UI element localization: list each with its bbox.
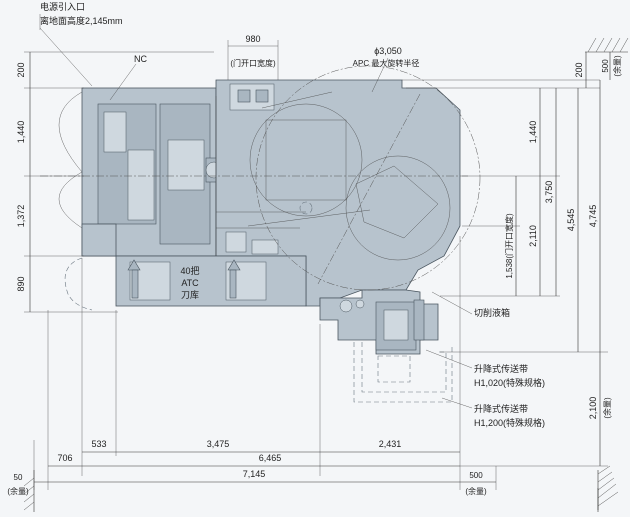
label-atc-2: ATC bbox=[181, 278, 199, 288]
label-nc: NC bbox=[134, 54, 147, 64]
label-conveyor1-2: H1,020(特殊规格) bbox=[474, 377, 545, 388]
atc-label: 40把 ATC 刀库 bbox=[180, 265, 199, 300]
machine-body bbox=[81, 79, 461, 355]
label-atc-3: 刀库 bbox=[181, 289, 199, 300]
dim-right-inner-1: 1,440 bbox=[528, 121, 538, 144]
label-conveyor2-1: 升降式传送带 bbox=[474, 403, 528, 414]
door-swing-left bbox=[58, 91, 93, 311]
apc-rotation bbox=[247, 65, 481, 291]
dim-bottom-left: 706 bbox=[57, 453, 72, 463]
dim-bottom-left-margin: 50 bbox=[14, 473, 23, 482]
dim-left-3: 1,372 bbox=[16, 205, 26, 228]
dim-bottom-1: 533 bbox=[91, 439, 106, 449]
dim-right-outer-1: 4,545 bbox=[566, 209, 576, 232]
dim-right-top: 200 bbox=[574, 62, 584, 77]
dim-bottom-2: 3,475 bbox=[207, 439, 230, 449]
label-coolant-tank: 切削液箱 bbox=[474, 307, 510, 318]
dim-right-margin-bottom-note: (余量) bbox=[602, 397, 612, 419]
right-dimensions: 1,538(门开口宽度) 1,440 2,110 3,750 4,545 4,7… bbox=[402, 52, 622, 467]
right-callouts: 切削液箱 升降式传送带 H1,020(特殊规格) 升降式传送带 H1,200(特… bbox=[425, 291, 545, 428]
dim-bottom-right-margin: 500 bbox=[469, 471, 483, 480]
dim-right-inner-2: 2,110 bbox=[528, 225, 538, 247]
wall-top-right bbox=[585, 37, 629, 53]
dim-right-outer-2: 4,745 bbox=[588, 205, 598, 228]
label-conveyor1-1: 升降式传送带 bbox=[474, 363, 528, 374]
dim-right-margin-bottom: 2,100 bbox=[588, 397, 598, 420]
top-labels: 电源引入口 离地面高度2,145mm NC 980 (门开口宽度) ϕ3,050… bbox=[39, 1, 420, 101]
dim-bottom-right-margin-note: (余量) bbox=[465, 486, 487, 496]
wall-bottom-right bbox=[597, 465, 619, 510]
label-conveyor2-2: H1,200(特殊规格) bbox=[474, 417, 545, 428]
dim-right-margin-top: 500 bbox=[601, 59, 610, 73]
label-power-entry: 电源引入口 bbox=[40, 1, 85, 12]
dim-door-width-top: 980 bbox=[245, 34, 260, 44]
dim-door-width-side: 1,538(门开口宽度) bbox=[504, 213, 514, 279]
dim-left-1: 200 bbox=[16, 62, 26, 77]
bottom-dimensions: 533 3,475 2,431 706 6,465 7,145 50 (余量) … bbox=[7, 236, 497, 496]
left-dimensions: 200 1,440 1,372 890 bbox=[16, 51, 214, 313]
dim-bottom-left-margin-note: (余量) bbox=[7, 486, 29, 496]
label-atc-1: 40把 bbox=[180, 265, 199, 276]
dim-bottom-total: 7,145 bbox=[243, 469, 266, 479]
label-apc-note: APC 最大旋转半径 bbox=[353, 58, 420, 68]
label-power-height: 离地面高度2,145mm bbox=[40, 15, 123, 26]
dim-apc-diameter: ϕ3,050 bbox=[374, 46, 402, 56]
dim-left-2: 1,440 bbox=[16, 121, 26, 144]
label-door-width-top-note: (门开口宽度) bbox=[230, 58, 276, 68]
dim-bottom-3: 2,431 bbox=[379, 439, 402, 449]
dim-bottom-mid: 6,465 bbox=[259, 453, 282, 463]
dim-left-4: 890 bbox=[16, 276, 26, 291]
dim-right-mid: 3,750 bbox=[544, 181, 554, 204]
dim-right-margin-top-note: (余量) bbox=[612, 55, 622, 77]
